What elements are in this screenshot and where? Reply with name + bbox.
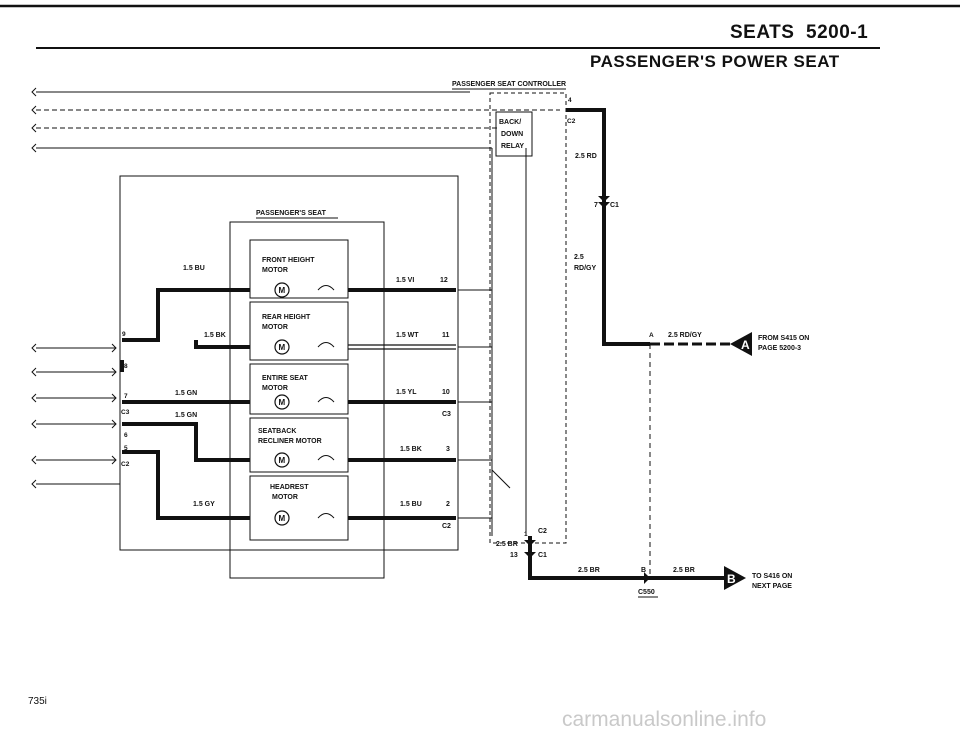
front-height-motor-box bbox=[249, 239, 349, 299]
ground-pin-c1: 13 bbox=[510, 552, 518, 559]
ground-conn-c1: C1 bbox=[538, 552, 547, 559]
connector-chevrons bbox=[524, 196, 650, 584]
wt-double-wire bbox=[348, 344, 456, 350]
motor-symbol-3: M bbox=[274, 394, 335, 410]
right-motor-wires bbox=[348, 288, 456, 520]
ground-pin-b: B bbox=[641, 567, 646, 574]
left-pin-8: 8 bbox=[124, 363, 128, 370]
power-conn-c1: C1 bbox=[610, 202, 619, 209]
svg-text:M: M bbox=[279, 456, 286, 465]
motor-4-left-wire: 1.5 GN bbox=[175, 412, 197, 419]
ground-to-line-1: TO S416 ON bbox=[752, 573, 792, 580]
power-wire-mid-1: 2.5 bbox=[574, 254, 584, 261]
footer-model: 735i bbox=[28, 696, 47, 707]
left-pin-7: 7 bbox=[124, 393, 128, 400]
page-header: SEATS 5200-1 bbox=[730, 22, 868, 44]
right-conn-c3: C3 bbox=[442, 411, 451, 418]
section-title: SEATS bbox=[730, 22, 795, 43]
power-wire-a: 2.5 RD/GY bbox=[668, 332, 702, 339]
motor-4-label-line-2: RECLINER MOTOR bbox=[258, 438, 322, 445]
ground-to-line-2: NEXT PAGE bbox=[752, 583, 792, 590]
svg-text:B: B bbox=[727, 572, 736, 586]
motor-4-right-wire: 1.5 BK bbox=[400, 446, 422, 453]
motor-5-label-line-2: MOTOR bbox=[272, 494, 298, 501]
motor-2-label-line-2: MOTOR bbox=[262, 324, 288, 331]
svg-text:M: M bbox=[279, 398, 286, 407]
svg-text:M: M bbox=[279, 343, 286, 352]
left-conn-c3: C3 bbox=[121, 409, 130, 416]
flag-a: A bbox=[730, 332, 752, 356]
relay-label-line-1: BACK/ bbox=[499, 119, 521, 126]
power-feed-wire bbox=[528, 108, 732, 580]
motor-1-right-wire: 1.5 VI bbox=[396, 277, 414, 284]
left-pin-9: 9 bbox=[122, 331, 126, 338]
power-wire-mid-2: RD/GY bbox=[574, 265, 597, 272]
motor-symbol-4: M bbox=[274, 452, 335, 468]
svg-text:A: A bbox=[741, 338, 750, 352]
relay-box bbox=[495, 111, 533, 157]
power-from-line-2: PAGE 5200-3 bbox=[758, 345, 801, 352]
motor-3-left-wire: 1.5 GN bbox=[175, 390, 197, 397]
headrest-motor-box bbox=[249, 475, 349, 541]
entire-seat-motor-box bbox=[249, 363, 349, 415]
motor-1-right-pin: 12 bbox=[440, 277, 448, 284]
ground-splice-c550: C550 bbox=[638, 589, 655, 596]
power-wire-top: 2.5 RD bbox=[575, 153, 597, 160]
left-pin-6: 6 bbox=[124, 432, 128, 439]
motor-5-right-wire: 1.5 BU bbox=[400, 501, 422, 508]
relay-label-line-2: DOWN bbox=[501, 131, 523, 138]
motor-2-label-line-1: REAR HEIGHT bbox=[262, 314, 311, 321]
ground-wire-right: 2.5 BR bbox=[673, 567, 695, 574]
controller-label: PASSENGER SEAT CONTROLLER bbox=[452, 81, 566, 88]
motor-1-label-line-1: FRONT HEIGHT bbox=[262, 257, 315, 264]
diagram-title: PASSENGER'S POWER SEAT bbox=[590, 52, 840, 71]
motor-symbol-2: M bbox=[274, 339, 335, 355]
rear-height-motor-box bbox=[249, 301, 349, 361]
motor-3-label-line-2: MOTOR bbox=[262, 385, 288, 392]
ground-pin-c2: 1 bbox=[524, 531, 528, 538]
controller-box bbox=[489, 92, 567, 544]
power-from-line-1: FROM S415 ON bbox=[758, 335, 809, 342]
left-motor-wires bbox=[122, 288, 250, 520]
left-feed-lines bbox=[31, 343, 120, 489]
seatback-recliner-motor-box bbox=[249, 417, 349, 473]
motor-2-right-wire: 1.5 WT bbox=[396, 332, 419, 339]
motor-4-label-line-1: SEATBACK bbox=[258, 428, 296, 435]
right-conn-c2: C2 bbox=[442, 523, 451, 530]
relay-label-line-3: RELAY bbox=[501, 143, 524, 150]
motor-3-right-pin: 10 bbox=[442, 389, 450, 396]
controller-pin-4: 4 bbox=[568, 97, 572, 104]
motor-3-right-wire: 1.5 YL bbox=[396, 389, 417, 396]
motor-5-left-wire: 1.5 GY bbox=[193, 501, 215, 508]
power-pin-c1: 7 bbox=[594, 202, 598, 209]
ground-wire-c2: 2.5 BR bbox=[496, 541, 518, 548]
left-pin-5: 5 bbox=[124, 445, 128, 452]
ground-conn-c2: C2 bbox=[538, 528, 547, 535]
motor-5-right-pin: 2 bbox=[446, 501, 450, 508]
seat-label: PASSENGER'S SEAT bbox=[256, 210, 327, 217]
motor-4-right-pin: 3 bbox=[446, 446, 450, 453]
flag-b: B bbox=[724, 566, 746, 590]
ground-wire-left: 2.5 BR bbox=[578, 567, 600, 574]
motor-1-label-line-2: MOTOR bbox=[262, 267, 288, 274]
svg-text:M: M bbox=[279, 286, 286, 295]
controller-conn-c2: C2 bbox=[567, 118, 576, 125]
motor-symbol-1: M bbox=[274, 282, 335, 298]
watermark: carmanualsonline.info bbox=[562, 708, 767, 731]
power-pin-a: A bbox=[649, 332, 654, 339]
controller-feed-lines bbox=[458, 148, 527, 536]
left-conn-c2: C2 bbox=[121, 461, 130, 468]
page-number: 5200-1 bbox=[806, 22, 869, 43]
motor-2-right-pin: 11 bbox=[442, 332, 450, 339]
svg-text:M: M bbox=[279, 514, 286, 523]
motor-1-left-wire: 1.5 BU bbox=[183, 265, 205, 272]
motor-3-label-line-1: ENTIRE SEAT bbox=[262, 375, 308, 382]
motor-5-label-line-1: HEADREST bbox=[270, 484, 309, 491]
motor-symbol-5: M bbox=[274, 510, 335, 526]
motor-2-left-wire: 1.5 BK bbox=[204, 332, 226, 339]
